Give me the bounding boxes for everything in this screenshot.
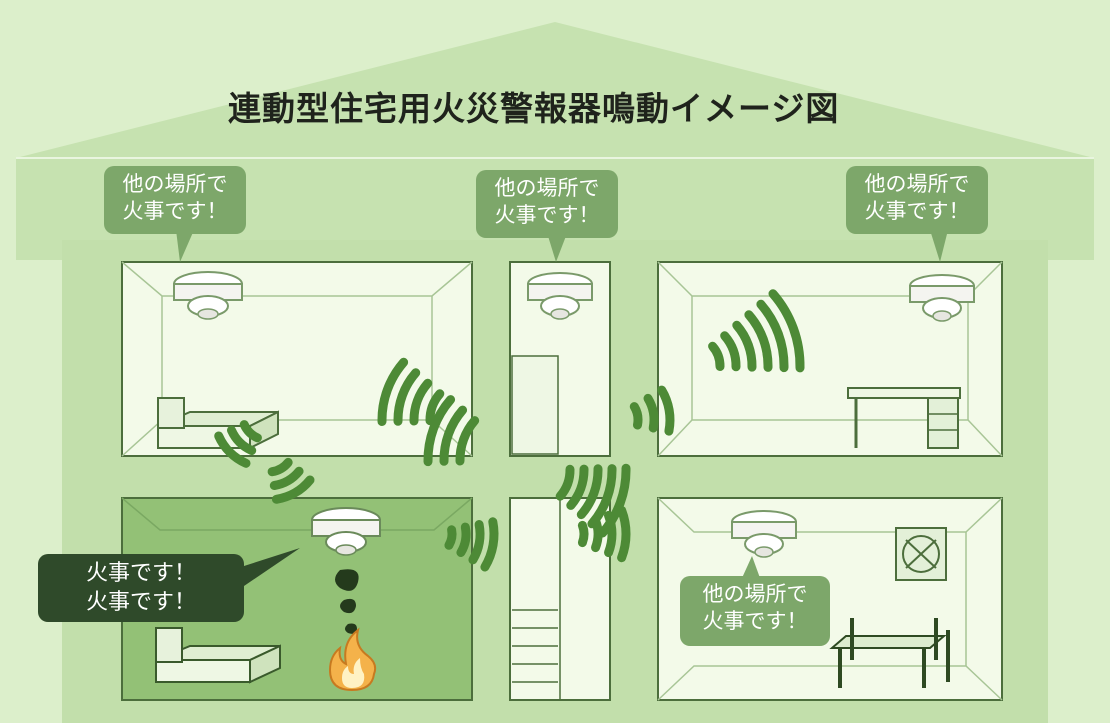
smoke-alarm-icon <box>909 274 975 322</box>
sound-wave-arc <box>643 393 659 433</box>
bubble-line: 火事です！ <box>122 199 228 223</box>
dining-table-icon <box>829 618 950 688</box>
bubble-tail <box>548 236 566 262</box>
smoke-alarm-icon <box>173 271 243 320</box>
sound-wave-arc <box>657 385 675 436</box>
bubble-line: 火事です！ <box>85 561 196 586</box>
sound-wave-arc <box>744 310 773 372</box>
sound-wave-arc <box>577 520 589 548</box>
sound-wave-arc <box>591 515 603 553</box>
sound-wave-arc <box>409 378 433 426</box>
fire-icon <box>328 627 377 692</box>
sound-wave-arc <box>214 431 251 468</box>
bubble-tail <box>930 230 948 262</box>
ventilation-fan-icon <box>895 527 947 581</box>
sound-wave-arc <box>444 525 457 550</box>
sound-wave-arc <box>768 289 805 373</box>
bubble-line: 他の場所で <box>122 172 228 196</box>
bubble-tail <box>176 230 194 262</box>
speech-bubble-fire-alarm: 火事です！ 火事です！ <box>38 554 244 622</box>
sound-wave-arc <box>468 520 485 565</box>
smoke-alarm-icon <box>731 510 797 558</box>
sound-wave-arc <box>732 320 757 372</box>
sound-wave-arc <box>617 505 631 563</box>
speech-bubble-upper-center: 他の場所で 火事です！ <box>476 170 618 238</box>
bubble-line: 火事です！ <box>85 590 196 615</box>
sound-wave-arc <box>708 341 725 371</box>
desk-icon <box>847 387 961 449</box>
house-roof <box>16 22 1094 260</box>
sound-wave-arc <box>227 425 257 455</box>
sound-wave-arc <box>456 522 471 557</box>
speech-bubble-upper-right: 他の場所で 火事です！ <box>846 166 988 234</box>
bubble-line: 他の場所で <box>494 176 600 200</box>
sound-wave-arc <box>271 475 315 504</box>
sound-wave-arc <box>393 368 421 426</box>
bubble-line: 火事です！ <box>864 199 970 223</box>
sound-wave-arc <box>425 389 445 426</box>
sound-wave-arc <box>455 416 480 466</box>
diagram-title: 連動型住宅用火災警報器鳴動イメージ図 <box>228 89 840 128</box>
smoke-alarm-icon <box>527 272 593 320</box>
smoke-icon <box>335 569 359 634</box>
sound-waves <box>214 289 805 572</box>
speech-bubble-lower-right: 他の場所で 火事です！ <box>680 576 830 646</box>
speech-bubble-upper-left: 他の場所で 火事です！ <box>104 166 246 234</box>
sound-wave-arc <box>377 357 409 426</box>
sound-wave-arc <box>576 464 603 520</box>
sound-wave-arc <box>480 517 499 572</box>
sound-wave-arc <box>269 466 304 490</box>
bubble-line: 他の場所で <box>864 172 970 196</box>
bubble-tail <box>742 556 760 578</box>
bubble-line: 火事です！ <box>702 609 808 633</box>
sound-wave-arc <box>598 463 631 538</box>
sound-wave-arc <box>720 331 741 372</box>
bed-icon <box>155 627 281 684</box>
sound-wave-arc <box>267 457 293 477</box>
bubble-tail <box>244 548 300 586</box>
sound-wave-arc <box>423 395 456 467</box>
sound-wave-arc <box>555 464 575 501</box>
bubble-line: 火事です！ <box>494 203 600 227</box>
sound-wave-arc <box>629 402 643 430</box>
sound-wave-arc <box>239 420 262 443</box>
sound-wave-arc <box>439 405 468 466</box>
sound-wave-arc <box>756 299 789 373</box>
bubble-line: 他の場所で <box>702 582 808 606</box>
sound-wave-arc <box>566 464 589 510</box>
smoke-alarm-icon <box>311 507 381 556</box>
sound-wave-arc <box>604 510 617 558</box>
